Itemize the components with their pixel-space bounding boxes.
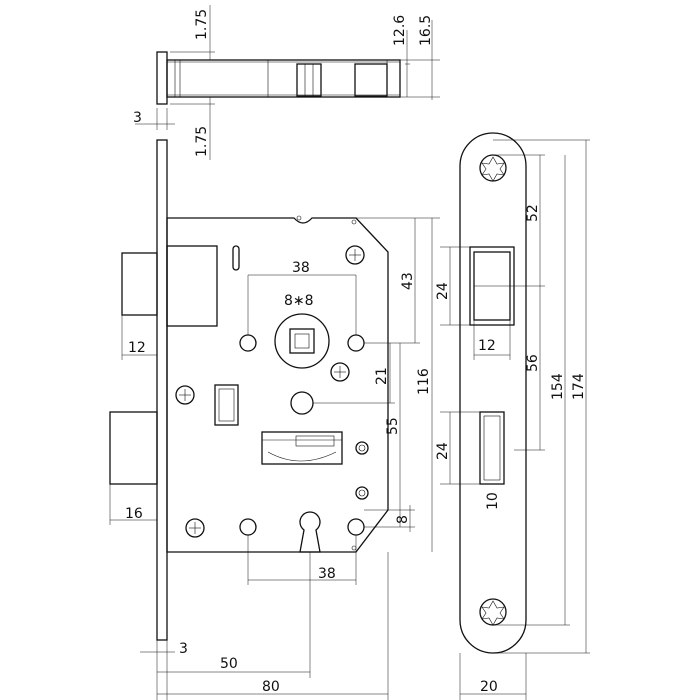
label-8x8: 8∗8 xyxy=(284,293,314,309)
screw-bottom xyxy=(479,598,507,626)
label-3-top: 3 xyxy=(133,110,142,126)
keyhole xyxy=(299,511,321,553)
label-16: 16 xyxy=(125,506,143,522)
front-view xyxy=(109,139,389,641)
label-12-plate: 12 xyxy=(478,338,496,354)
label-16-5: 16.5 xyxy=(418,15,434,46)
top-view xyxy=(156,51,401,105)
label-3-bottom: 3 xyxy=(179,641,188,657)
label-38-top: 38 xyxy=(292,260,310,276)
label-24-latch: 24 xyxy=(435,282,451,300)
label-12-latch: 12 xyxy=(128,340,146,356)
label-20: 20 xyxy=(480,679,498,695)
label-56: 56 xyxy=(525,354,541,372)
label-154: 154 xyxy=(550,373,566,400)
lock-case xyxy=(166,217,389,553)
label-116: 116 xyxy=(416,368,432,395)
label-21: 21 xyxy=(374,367,390,385)
front-view-dimensions xyxy=(109,217,440,700)
label-174: 174 xyxy=(571,373,587,400)
label-1-75-top: 1.75 xyxy=(194,9,210,40)
screw-top xyxy=(479,154,507,182)
dead-bolt xyxy=(109,411,158,485)
label-38-bottom: 38 xyxy=(318,566,336,582)
latch-bolt xyxy=(121,252,158,316)
faceplate xyxy=(156,139,168,641)
label-55: 55 xyxy=(385,417,401,435)
label-8: 8 xyxy=(395,515,411,524)
label-12-6: 12.6 xyxy=(392,15,408,46)
label-80: 80 xyxy=(262,679,280,695)
label-10: 10 xyxy=(485,492,501,510)
top-view-dimensions xyxy=(135,5,440,160)
label-50: 50 xyxy=(220,656,238,672)
strike-dimensions xyxy=(440,139,590,700)
label-52: 52 xyxy=(525,204,541,222)
strike-plate xyxy=(459,132,527,654)
label-24-bolt: 24 xyxy=(435,442,451,460)
label-1-75-bottom: 1.75 xyxy=(194,126,210,157)
dimension-labels: 1.75 12.6 16.5 3 1.75 52 43 38 8∗8 24 12… xyxy=(125,9,587,695)
label-43: 43 xyxy=(400,272,416,290)
